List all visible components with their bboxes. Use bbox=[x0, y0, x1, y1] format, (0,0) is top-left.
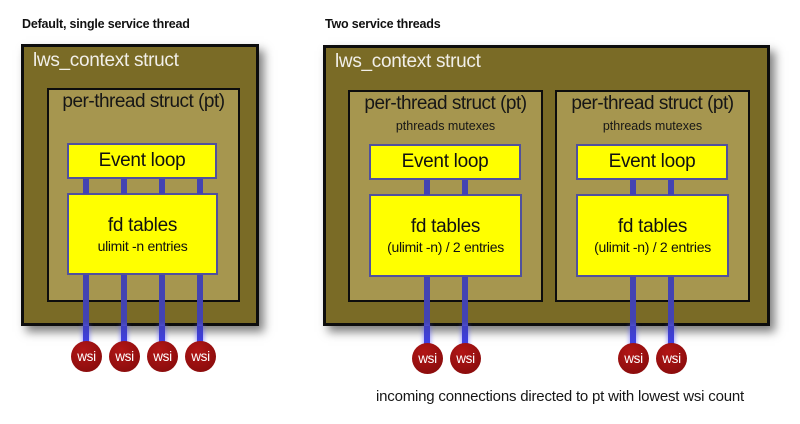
event-loop-label: Event loop bbox=[401, 151, 489, 172]
connector bbox=[121, 275, 127, 326]
connector bbox=[424, 180, 430, 195]
wsi-node: wsi bbox=[450, 343, 481, 374]
left-event-loop-label: Event loop bbox=[98, 150, 186, 171]
connector-tail bbox=[424, 326, 430, 348]
connector bbox=[424, 277, 430, 326]
wsi-node: wsi bbox=[185, 341, 216, 372]
connector-tail bbox=[83, 326, 89, 347]
wsi-label: wsi bbox=[624, 351, 643, 366]
wsi-label: wsi bbox=[418, 351, 437, 366]
right-diagram-title: Two service threads bbox=[325, 17, 441, 31]
wsi-node: wsi bbox=[656, 343, 687, 374]
wsi-label: wsi bbox=[191, 349, 210, 364]
event-loop-label: Event loop bbox=[608, 151, 696, 172]
fd-tables-subtitle: (ulimit -n) / 2 entries bbox=[594, 239, 711, 255]
per-thread-label: per-thread struct (pt) bbox=[364, 93, 527, 114]
connector bbox=[462, 277, 468, 326]
fd-tables-subtitle: (ulimit -n) / 2 entries bbox=[387, 239, 504, 255]
caption: incoming connections directed to pt with… bbox=[376, 388, 744, 405]
connector bbox=[159, 275, 165, 326]
mutex-label: pthreads mutexes bbox=[602, 119, 703, 133]
connector bbox=[668, 277, 674, 326]
connector-tail bbox=[159, 326, 165, 347]
wsi-node: wsi bbox=[147, 341, 178, 372]
wsi-label: wsi bbox=[662, 351, 681, 366]
wsi-node: wsi bbox=[412, 343, 443, 374]
connector bbox=[197, 275, 203, 326]
connector-tail bbox=[668, 326, 674, 348]
wsi-label: wsi bbox=[115, 349, 134, 364]
fd-tables-box-1: fd tables (ulimit -n) / 2 entries bbox=[369, 194, 522, 277]
wsi-label: wsi bbox=[77, 349, 96, 364]
left-fd-tables-title: fd tables bbox=[107, 214, 178, 236]
left-per-thread-label: per-thread struct (pt) bbox=[62, 91, 225, 112]
right-context-box: lws_context struct per-thread struct (pt… bbox=[323, 45, 770, 326]
connector-tail bbox=[630, 326, 636, 348]
per-thread-label: per-thread struct (pt) bbox=[571, 93, 734, 114]
wsi-node: wsi bbox=[618, 343, 649, 374]
fd-tables-box-2: fd tables (ulimit -n) / 2 entries bbox=[576, 194, 729, 277]
left-diagram-title: Default, single service thread bbox=[22, 17, 190, 31]
event-loop-box-1: Event loop bbox=[369, 144, 521, 180]
event-loop-box-2: Event loop bbox=[576, 144, 728, 180]
connector bbox=[462, 180, 468, 195]
fd-tables-title: fd tables bbox=[617, 216, 688, 237]
connector bbox=[197, 179, 203, 194]
connector bbox=[630, 277, 636, 326]
left-context-box: lws_context struct per-thread struct (pt… bbox=[21, 44, 259, 326]
connector bbox=[159, 179, 165, 194]
connector bbox=[121, 179, 127, 194]
wsi-label: wsi bbox=[456, 351, 475, 366]
connector-tail bbox=[462, 326, 468, 348]
connector bbox=[630, 180, 636, 195]
connector-tail bbox=[197, 326, 203, 347]
left-fd-tables-subtitle: ulimit -n entries bbox=[97, 237, 188, 254]
connector bbox=[668, 180, 674, 195]
wsi-node: wsi bbox=[71, 341, 102, 372]
connector-tail bbox=[121, 326, 127, 347]
mutex-label: pthreads mutexes bbox=[395, 119, 496, 133]
left-event-loop-box: Event loop bbox=[67, 143, 217, 179]
wsi-label: wsi bbox=[153, 349, 172, 364]
wsi-node: wsi bbox=[109, 341, 140, 372]
fd-tables-title: fd tables bbox=[410, 216, 481, 237]
right-context-label: lws_context struct bbox=[335, 51, 481, 72]
connector bbox=[83, 275, 89, 326]
connector bbox=[83, 179, 89, 194]
left-fd-tables-box: fd tables ulimit -n entries bbox=[67, 193, 218, 275]
left-context-label: lws_context struct bbox=[33, 50, 179, 71]
